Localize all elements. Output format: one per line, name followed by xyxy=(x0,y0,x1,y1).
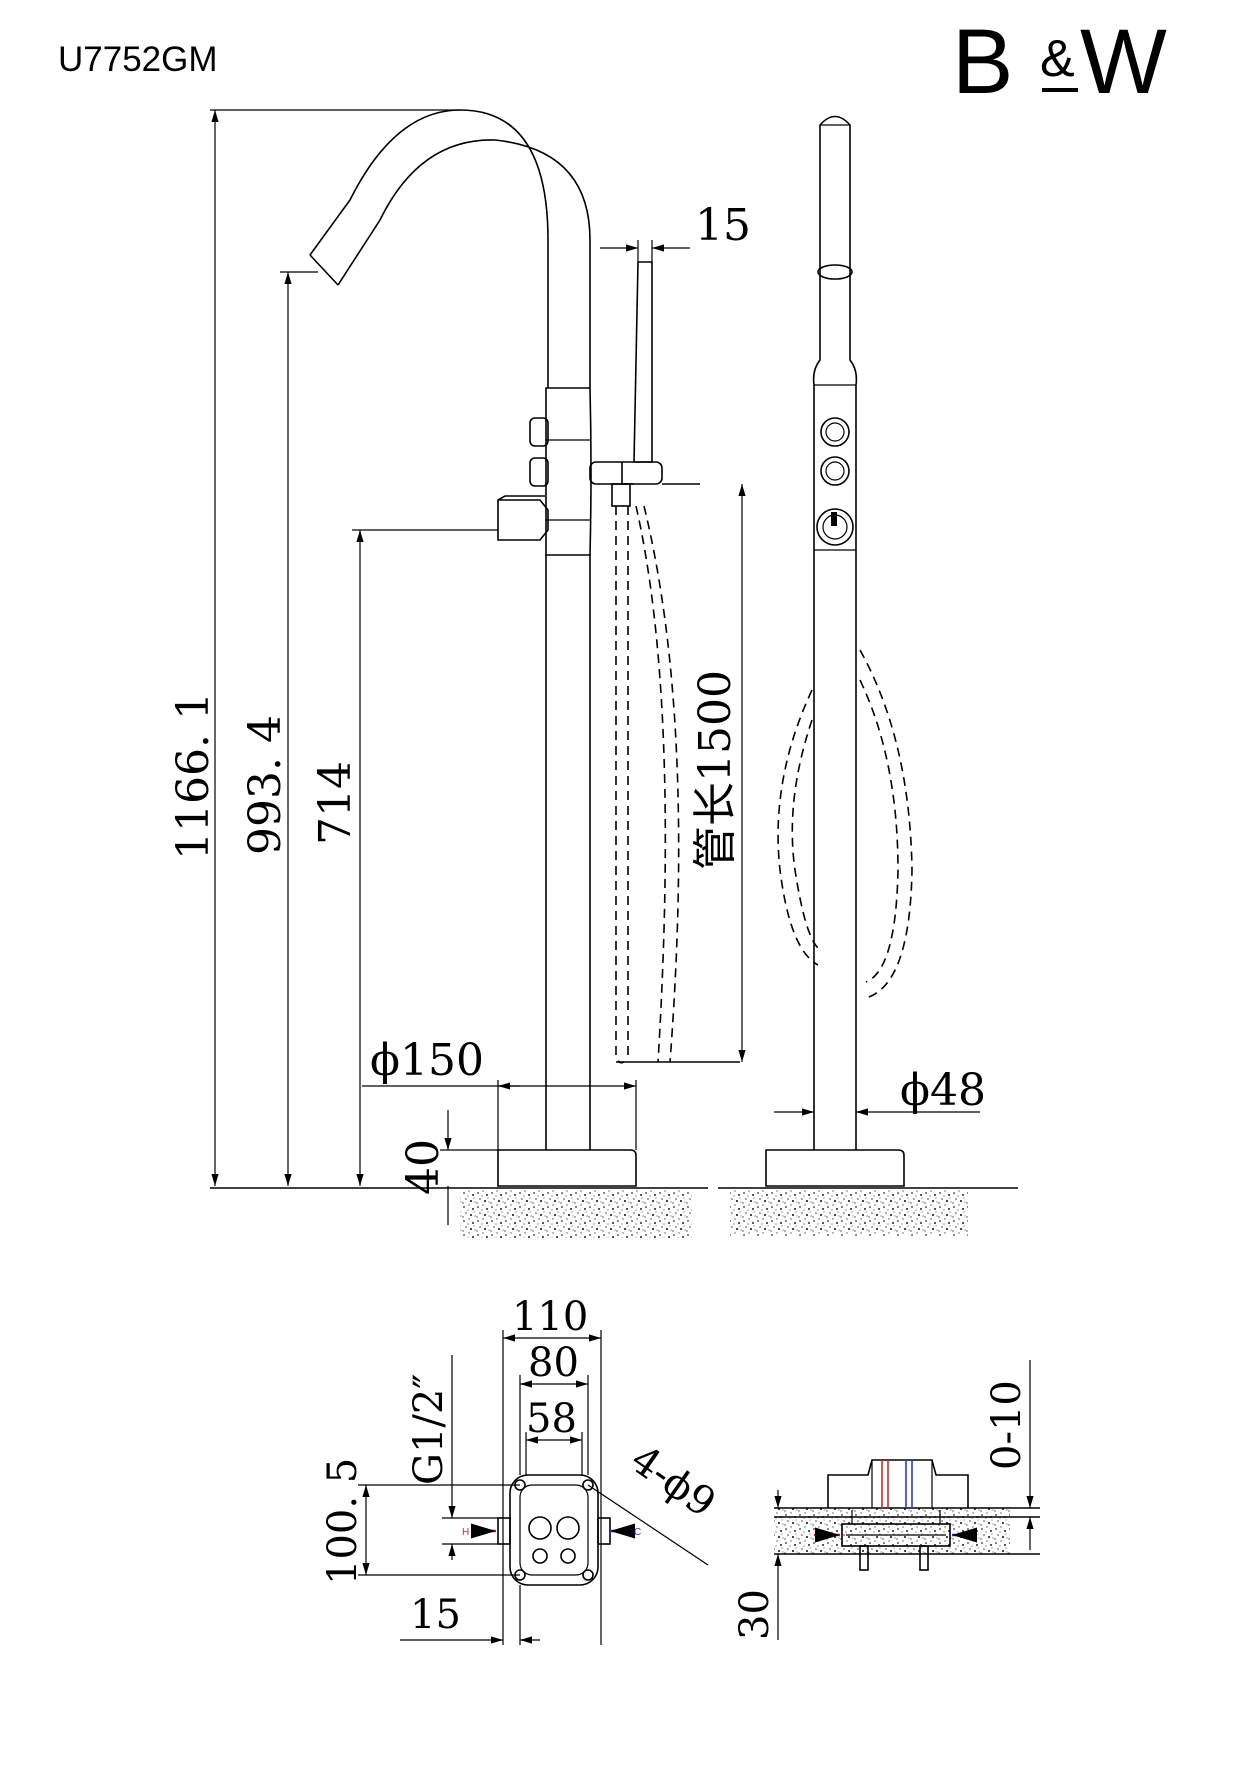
hot-label: H xyxy=(462,1527,469,1538)
dim-width-inner: 58 xyxy=(526,1396,577,1442)
brand-letter-b: B xyxy=(952,18,1013,108)
floor-hatch-front xyxy=(730,1190,968,1236)
dim-base-diameter: ϕ150 xyxy=(370,1035,484,1086)
brand-logo: B & W xyxy=(952,18,1167,108)
dim-total-height: 1166. 1 xyxy=(168,692,219,860)
model-code: U7752GM xyxy=(58,40,218,79)
dim-depth: 100. 5 xyxy=(320,1458,366,1585)
brand-letter-w: W xyxy=(1080,18,1167,108)
dim-holes: 4-ϕ9 xyxy=(622,1437,723,1527)
front-view: ϕ48 xyxy=(718,115,1018,1236)
floor-hatch-side xyxy=(460,1190,692,1238)
dim-handle-height: 714 xyxy=(310,761,361,845)
dim-width-outer: 110 xyxy=(512,1294,588,1340)
dim-shower-width: 15 xyxy=(695,200,751,251)
dim-base-height: 40 xyxy=(398,1139,449,1195)
dim-hose-length: 管长1500 xyxy=(690,670,741,870)
dim-pipe-diameter: ϕ48 xyxy=(900,1065,986,1116)
dim-width-mid: 80 xyxy=(528,1340,579,1386)
plan-view: 110 80 58 H C 4-ϕ9 xyxy=(320,1294,724,1645)
dim-spout-height: 993. 4 xyxy=(240,715,291,855)
brand-ampersand: & xyxy=(1040,30,1075,88)
floor-hatch-section xyxy=(774,1508,1010,1554)
dim-offset: 15 xyxy=(410,1592,461,1638)
dim-section-depth: 30 xyxy=(732,1589,778,1640)
dim-thread: G1/2″ xyxy=(406,1374,452,1485)
side-view: 1166. 1 993. 4 714 ϕ150 40 15 管长1500 xyxy=(168,109,751,1238)
dim-adjust-range: 0-10 xyxy=(984,1380,1030,1470)
section-view: 0-10 30 xyxy=(732,1360,1040,1640)
cold-label: C xyxy=(634,1527,641,1538)
